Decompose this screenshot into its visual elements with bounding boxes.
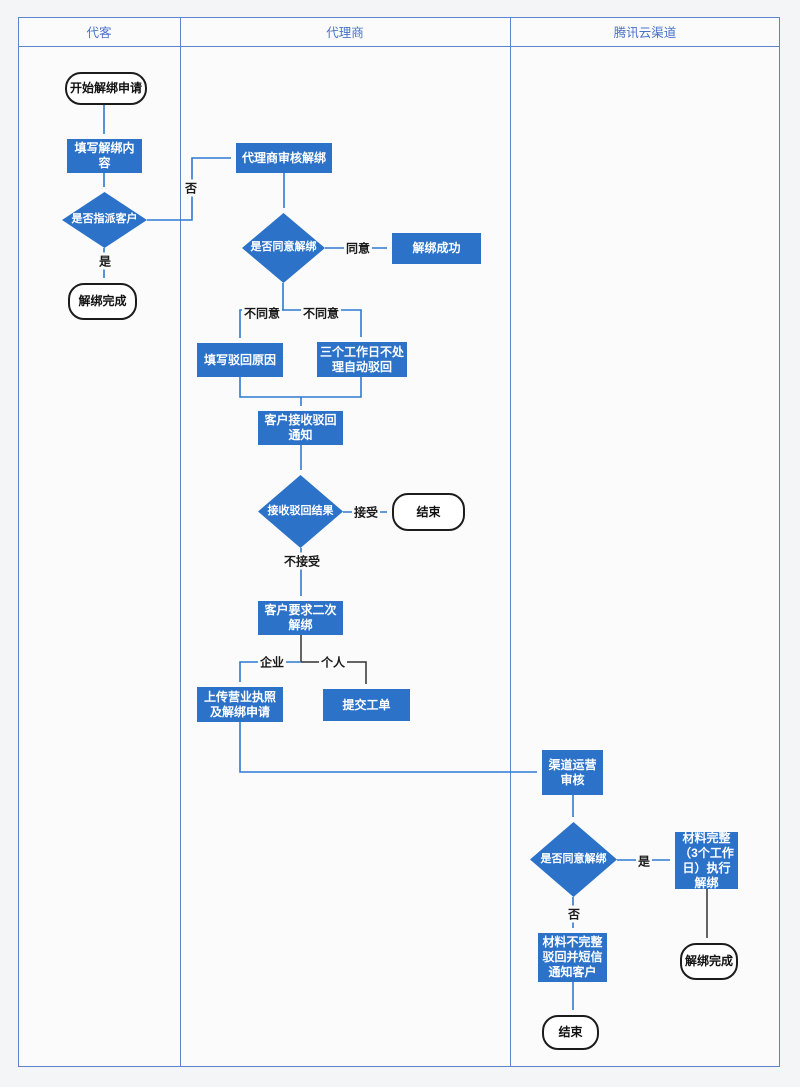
lane-divider (510, 17, 511, 1067)
lane-header-agent: 代理商 (180, 17, 510, 47)
node-material-complete-execute: 材料完整（3个工作日）执行解绑 (675, 831, 738, 890)
edge-label-no-channel: 否 (565, 905, 583, 923)
lane-title: 代客 (86, 26, 112, 40)
edge-label-disagree-left: 不同意 (241, 304, 283, 322)
lane-title: 代理商 (326, 26, 364, 40)
edge-label-not-accept: 不接受 (281, 552, 323, 570)
node-material-incomplete-reject: 材料不完整驳回并短信通知客户 (538, 933, 607, 982)
lane-divider (180, 17, 181, 1067)
edge-label-personal: 个人 (318, 653, 348, 671)
node-customer-receive-reject-notice: 客户接收驳回通知 (258, 411, 343, 445)
node-second-unbind-request: 客户要求二次解绑 (258, 601, 343, 635)
edge-label-no-assign: 否 (182, 179, 200, 197)
node-end-1: 结束 (392, 493, 465, 531)
node-unbind-complete-2: 解绑完成 (680, 943, 738, 980)
edge-label-disagree-right: 不同意 (300, 304, 342, 322)
edge-label-accept: 接受 (351, 503, 381, 521)
node-auto-reject-3-days: 三个工作日不处理自动驳回 (317, 342, 407, 377)
node-upload-business-license: 上传营业执照及解绑申请 (197, 687, 283, 722)
node-fill-unbind-content: 填写解绑内容 (67, 139, 142, 173)
node-unbind-success: 解绑成功 (392, 233, 481, 264)
node-submit-ticket: 提交工单 (323, 689, 410, 721)
lane-header-customer: 代客 (18, 17, 180, 47)
node-fill-reject-reason: 填写驳回原因 (197, 343, 283, 377)
edge-label-yes-channel: 是 (635, 852, 653, 870)
edge-label-yes-assign: 是 (96, 252, 114, 270)
node-channel-operation-review: 渠道运营审核 (542, 750, 603, 795)
lane-header-tencent-channel: 腾讯云渠道 (510, 17, 780, 47)
node-unbind-complete-1: 解绑完成 (68, 283, 137, 320)
edge-label-agree: 同意 (343, 239, 373, 257)
node-agent-review-unbind: 代理商审核解绑 (236, 143, 332, 173)
node-start-unbind-request: 开始解绑申请 (65, 72, 147, 105)
edge-label-enterprise: 企业 (257, 653, 287, 671)
lane-title: 腾讯云渠道 (613, 26, 677, 40)
swimlane-table (18, 17, 780, 1067)
node-end-2: 结束 (542, 1015, 599, 1050)
